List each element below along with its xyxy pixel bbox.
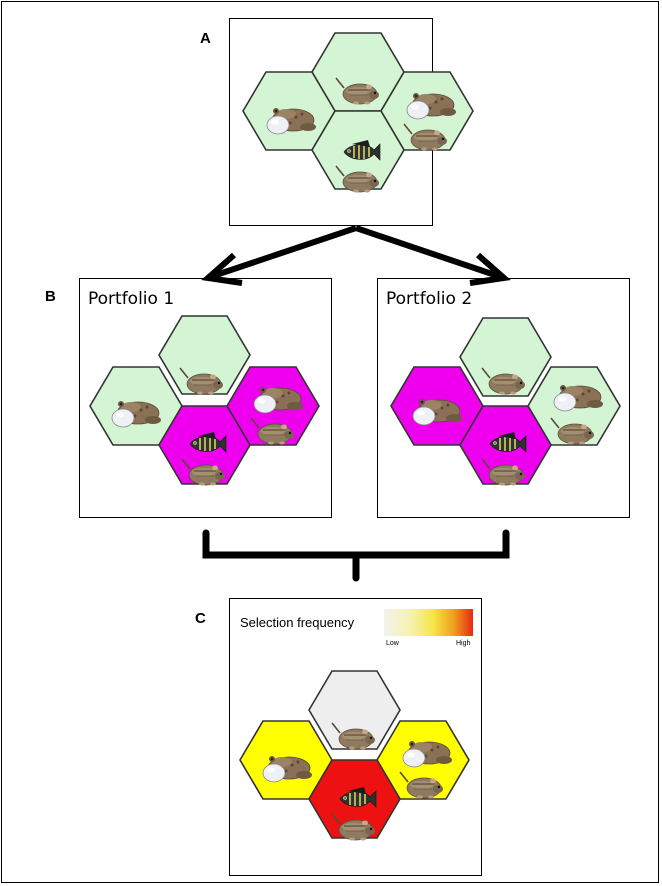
hex-p1-top — [158, 315, 251, 395]
panel-b-label: B — [45, 288, 56, 305]
legend-title: Selection frequency — [240, 615, 355, 630]
portfolio-2-title: Portfolio 2 — [386, 289, 473, 309]
legend-high: High — [456, 640, 471, 647]
panel-a-label: A — [200, 30, 211, 47]
merge-bracket — [202, 529, 510, 582]
portfolio-1-title: Portfolio 1 — [88, 289, 175, 309]
panel-c-label: C — [195, 610, 206, 627]
left-arrowhead — [201, 252, 243, 286]
split-arrows — [201, 225, 511, 286]
legend-low: Low — [386, 640, 399, 647]
selection-frequency-gradient — [384, 609, 473, 636]
hex-c-top — [308, 670, 401, 750]
panel-c-hexagons — [239, 670, 470, 839]
hex-p2-top — [459, 317, 552, 397]
right-arrowhead — [469, 252, 511, 286]
